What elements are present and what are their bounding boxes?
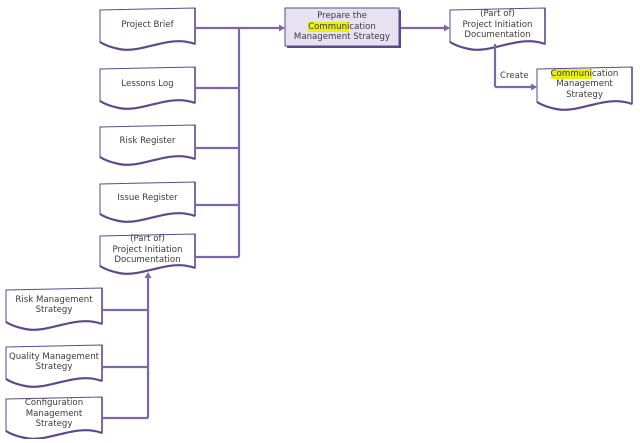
pid-sources-arrowhead [144, 272, 152, 278]
risk-management-strategy-shape [5, 287, 103, 331]
lessons-log-shape [99, 66, 196, 110]
pid-output-wave [449, 40, 546, 51]
risk-register-wave [99, 155, 196, 166]
risk-register-shape [99, 124, 196, 166]
edge-label-create: Create [500, 71, 529, 81]
quality-management-strategy-wave [5, 377, 103, 388]
project-brief-wave [99, 40, 196, 51]
to-output-arrowhead [444, 24, 450, 32]
quality-management-strategy-shape [5, 344, 103, 388]
issue-register-shape [99, 181, 196, 223]
pid-input-wave [99, 264, 196, 275]
risk-management-strategy-wave [5, 320, 103, 331]
issue-register-wave [99, 212, 196, 223]
communication-management-strategy-shape [536, 66, 633, 111]
pid-output-shape [449, 7, 546, 51]
configuration-management-strategy-wave [5, 429, 103, 440]
lessons-log-wave [99, 99, 196, 110]
create-arrowhead [531, 83, 537, 91]
process-box [284, 7, 400, 47]
to-process-arrowhead [279, 24, 285, 32]
configuration-management-strategy-shape [5, 396, 103, 440]
project-brief-shape [99, 7, 196, 51]
communication-management-strategy-wave [536, 100, 633, 111]
pid-input-shape [99, 233, 196, 275]
